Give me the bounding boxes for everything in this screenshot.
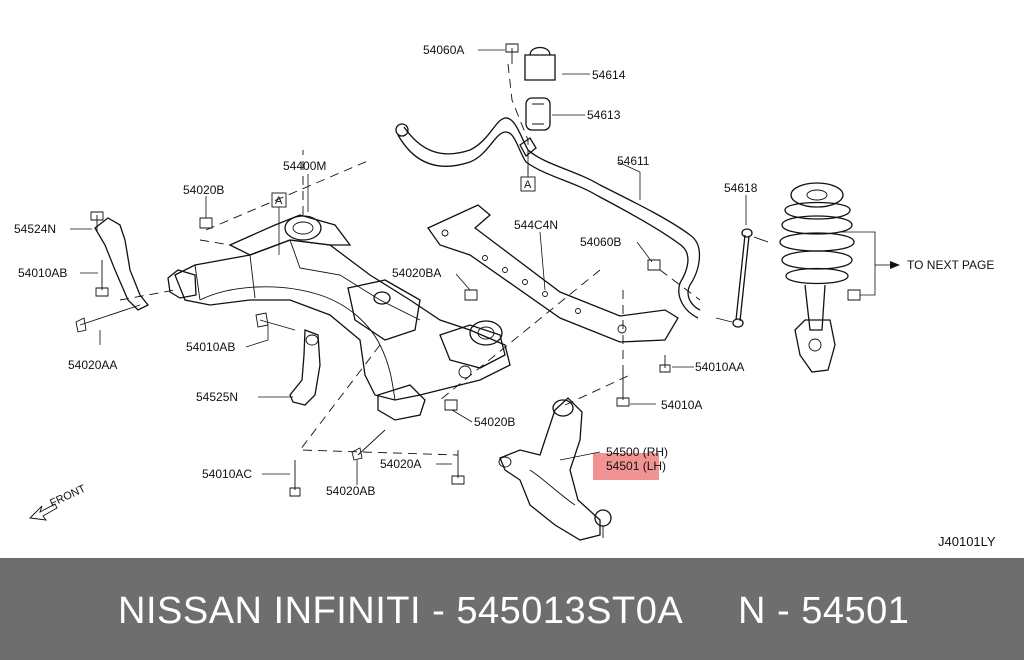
label-54020AA[interactable]: 54020AA (68, 358, 117, 372)
label-54524N[interactable]: 54524N (14, 222, 56, 236)
front-bracket-54525N (289, 329, 321, 406)
label-54010AA[interactable]: 54010AA (695, 360, 744, 374)
assembly-dashed-lines (119, 63, 701, 456)
label-54611[interactable]: 54611 (617, 154, 650, 168)
ref-marker-bar: A (520, 160, 536, 192)
label-54010A[interactable]: 54010A (661, 398, 702, 412)
lower-control-arm (498, 397, 612, 541)
label-54020B-mid[interactable]: 54020B (474, 415, 515, 429)
label-54010AC[interactable]: 54010AC (202, 467, 252, 481)
svg-text:A: A (275, 195, 283, 207)
label-54060A[interactable]: 54060A (423, 43, 464, 57)
front-direction-arrow-icon: FRONT (29, 483, 88, 521)
label-54613[interactable]: 54613 (587, 108, 621, 122)
svg-text:FRONT: FRONT (48, 483, 88, 510)
selected-part-highlight (593, 453, 659, 480)
label-54400M[interactable]: 54400M (283, 159, 326, 173)
leader-lines (70, 49, 747, 485)
suspension-member (167, 214, 511, 421)
transverse-link-bracket (90, 211, 150, 311)
footer-alt-part-number: N - 54501 (738, 590, 910, 632)
footer-brand-part-number: NISSAN INFINITI - 545013ST0A (118, 590, 684, 632)
label-54020A[interactable]: 54020A (380, 457, 421, 471)
label-54020B-top[interactable]: 54020B (183, 183, 224, 197)
label-544C4N[interactable]: 544C4N (514, 218, 558, 232)
suspension-exploded-diagram: A A FRONT (14, 43, 996, 549)
drawing-code: J40101LY (938, 534, 996, 549)
label-54010AB-mid[interactable]: 54010AB (186, 340, 235, 354)
label-54500-rh[interactable]: 54500 (RH) (606, 445, 668, 459)
label-54020BA[interactable]: 54020BA (392, 266, 441, 280)
strut-assembly (779, 182, 855, 373)
svg-text:A: A (524, 179, 532, 191)
label-54060B[interactable]: 54060B (580, 235, 621, 249)
label-54010AB-left[interactable]: 54010AB (18, 266, 67, 280)
part-number-footer: NISSAN INFINITI - 545013ST0A N - 54501 (0, 558, 1024, 660)
stabilizer-bushing-assembly (505, 43, 556, 157)
label-to-next-page[interactable]: TO NEXT PAGE (907, 258, 994, 272)
next-page-bracket (840, 231, 900, 296)
stabilizer-bar (395, 117, 701, 319)
stabilizer-connecting-rod (732, 228, 753, 328)
label-54618[interactable]: 54618 (724, 181, 758, 195)
label-54614[interactable]: 54614 (592, 68, 626, 82)
label-54501-lh[interactable]: 54501 (LH) (606, 459, 666, 473)
ref-marker-top: A (271, 192, 287, 255)
label-54525N[interactable]: 54525N (196, 390, 238, 404)
steering-member (427, 204, 679, 343)
label-54020AB[interactable]: 54020AB (326, 484, 375, 498)
